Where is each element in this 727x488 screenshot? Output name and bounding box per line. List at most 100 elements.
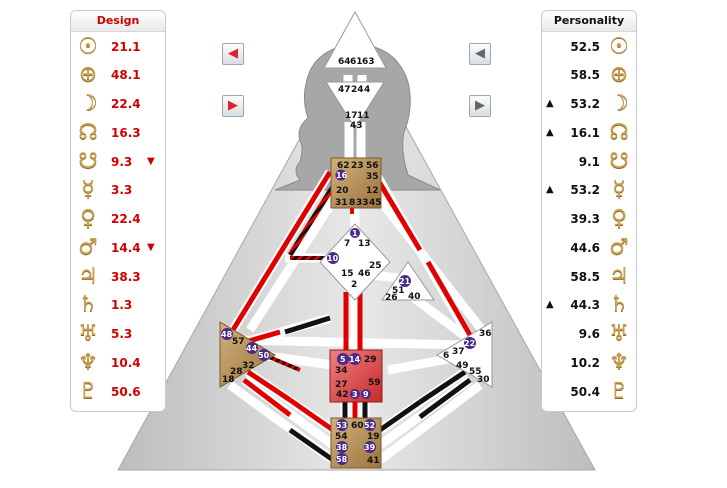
svg-text:35: 35 xyxy=(366,172,379,182)
personality-row: 9.6♅ xyxy=(542,320,636,348)
design-value: 3.3 xyxy=(111,183,133,197)
design-value: 38.3 xyxy=(111,270,141,284)
neptune-icon: ♆ xyxy=(609,350,629,375)
design-row: ♀22.4 xyxy=(71,205,165,233)
design-value: 1.3 xyxy=(111,298,133,312)
svg-text:38: 38 xyxy=(336,443,348,452)
svg-text:60: 60 xyxy=(351,421,364,431)
svg-text:31: 31 xyxy=(335,198,348,208)
svg-text:18: 18 xyxy=(222,375,235,385)
svg-text:34: 34 xyxy=(335,366,348,376)
design-row: ♇50.6 xyxy=(71,378,165,406)
sun-icon: ☉ xyxy=(78,34,98,59)
design-value: 50.6 xyxy=(111,385,141,399)
arrow-right-icon: ▶ xyxy=(228,98,238,113)
personality-row: 58.5♃ xyxy=(542,263,636,291)
design-prev-button[interactable]: ◀ xyxy=(222,43,244,65)
throat-center xyxy=(330,157,382,209)
design-value: 22.4 xyxy=(111,97,141,111)
design-row: ♄1.3 xyxy=(71,291,165,319)
svg-text:26: 26 xyxy=(385,293,398,303)
south-node-icon: ☋ xyxy=(78,149,98,174)
design-value: 21.1 xyxy=(111,40,141,54)
personality-row: ▲16.1☊ xyxy=(542,119,636,147)
design-marker: ▼ xyxy=(147,156,155,167)
svg-text:22: 22 xyxy=(464,339,475,348)
svg-text:11: 11 xyxy=(357,111,370,121)
svg-text:28: 28 xyxy=(230,367,243,377)
svg-text:43: 43 xyxy=(350,121,363,131)
svg-text:10: 10 xyxy=(327,254,339,263)
personality-value: 44.6 xyxy=(570,241,600,255)
venus-icon: ♀ xyxy=(610,206,628,231)
svg-text:2: 2 xyxy=(351,280,357,290)
personality-row: 9.1☋ xyxy=(542,148,636,176)
svg-text:53: 53 xyxy=(336,421,347,430)
personality-marker: ▲ xyxy=(546,127,554,138)
design-row: ☊ 16.3 xyxy=(71,119,165,147)
personality-value: 50.4 xyxy=(570,385,600,399)
ajna-center xyxy=(325,81,385,129)
personality-value: 58.5 xyxy=(570,270,600,284)
personality-value: 39.3 xyxy=(570,212,600,226)
design-title: Design xyxy=(71,11,165,32)
svg-text:7: 7 xyxy=(344,239,350,249)
moon-icon: ☽ xyxy=(78,91,98,116)
svg-text:4: 4 xyxy=(364,85,370,95)
personality-row: ▲44.3♄ xyxy=(542,291,636,319)
design-marker: ▼ xyxy=(147,242,155,253)
moon-icon: ☽ xyxy=(609,91,629,116)
jupiter-icon: ♃ xyxy=(78,264,98,289)
personality-marker: ▲ xyxy=(546,299,554,310)
svg-text:27: 27 xyxy=(335,380,348,390)
personality-panel: Personality 52.5☉ 58.5⊕ ▲53.2☽ ▲16.1☊ 9.… xyxy=(541,10,637,412)
personality-value: 58.5 xyxy=(570,68,600,82)
personality-row: 50.4 ♇ xyxy=(542,378,636,406)
design-row: ☉ 21.1 xyxy=(71,33,165,61)
svg-text:52: 52 xyxy=(364,421,375,430)
design-row: ☋9.3▼ xyxy=(71,148,165,176)
svg-text:36: 36 xyxy=(479,329,492,339)
design-row: ♃ 38.3 xyxy=(71,263,165,291)
mercury-icon: ☿ xyxy=(81,177,95,202)
svg-text:8: 8 xyxy=(349,198,355,208)
arrow-left-icon: ◀ xyxy=(475,46,485,61)
sun-icon: ☉ xyxy=(609,34,629,59)
north-node-icon: ☊ xyxy=(78,120,98,145)
design-row: ☽ 22.4 xyxy=(71,90,165,118)
svg-text:23: 23 xyxy=(351,161,364,171)
design-next-button[interactable]: ▶ xyxy=(222,95,244,117)
svg-text:47: 47 xyxy=(338,85,351,95)
design-value: 14.4 xyxy=(111,241,141,255)
mars-icon: ♂ xyxy=(78,235,98,260)
design-row: ♅5.3 xyxy=(71,320,165,348)
svg-text:48: 48 xyxy=(221,330,233,339)
svg-text:25: 25 xyxy=(369,261,382,271)
svg-text:40: 40 xyxy=(408,292,421,302)
design-panel: Design ☉ 21.1 ⊕48.1 ☽ 22.4 ☊ 16.3 ☋9.3▼ ☿ 3.… xyxy=(70,10,166,412)
svg-text:29: 29 xyxy=(364,355,377,365)
personality-value: 53.2 xyxy=(570,183,600,197)
personality-marker: ▲ xyxy=(546,184,554,195)
personality-row: 58.5⊕ xyxy=(542,61,636,89)
svg-text:41: 41 xyxy=(367,456,380,466)
personality-next-button[interactable]: ▶ xyxy=(469,95,491,117)
svg-text:13: 13 xyxy=(358,239,371,249)
design-value: 10.4 xyxy=(111,356,141,370)
personality-prev-button[interactable]: ◀ xyxy=(469,43,491,65)
personality-marker: ▲ xyxy=(546,98,554,109)
arrow-left-icon: ◀ xyxy=(228,46,238,61)
svg-text:56: 56 xyxy=(366,161,379,171)
svg-text:15: 15 xyxy=(341,269,354,279)
svg-text:45: 45 xyxy=(369,198,382,208)
svg-text:39: 39 xyxy=(364,443,376,452)
pluto-icon: ♇ xyxy=(609,379,629,404)
svg-text:24: 24 xyxy=(351,85,364,95)
personality-value: 16.1 xyxy=(570,126,600,140)
svg-text:54: 54 xyxy=(335,432,348,442)
gate-labels: 64 61 63 47 24 4 17 11 43 62 23 56 16 35… xyxy=(221,57,492,466)
svg-text:12: 12 xyxy=(366,186,379,196)
design-value: 16.3 xyxy=(111,126,141,140)
design-row: ⊕48.1 xyxy=(71,61,165,89)
